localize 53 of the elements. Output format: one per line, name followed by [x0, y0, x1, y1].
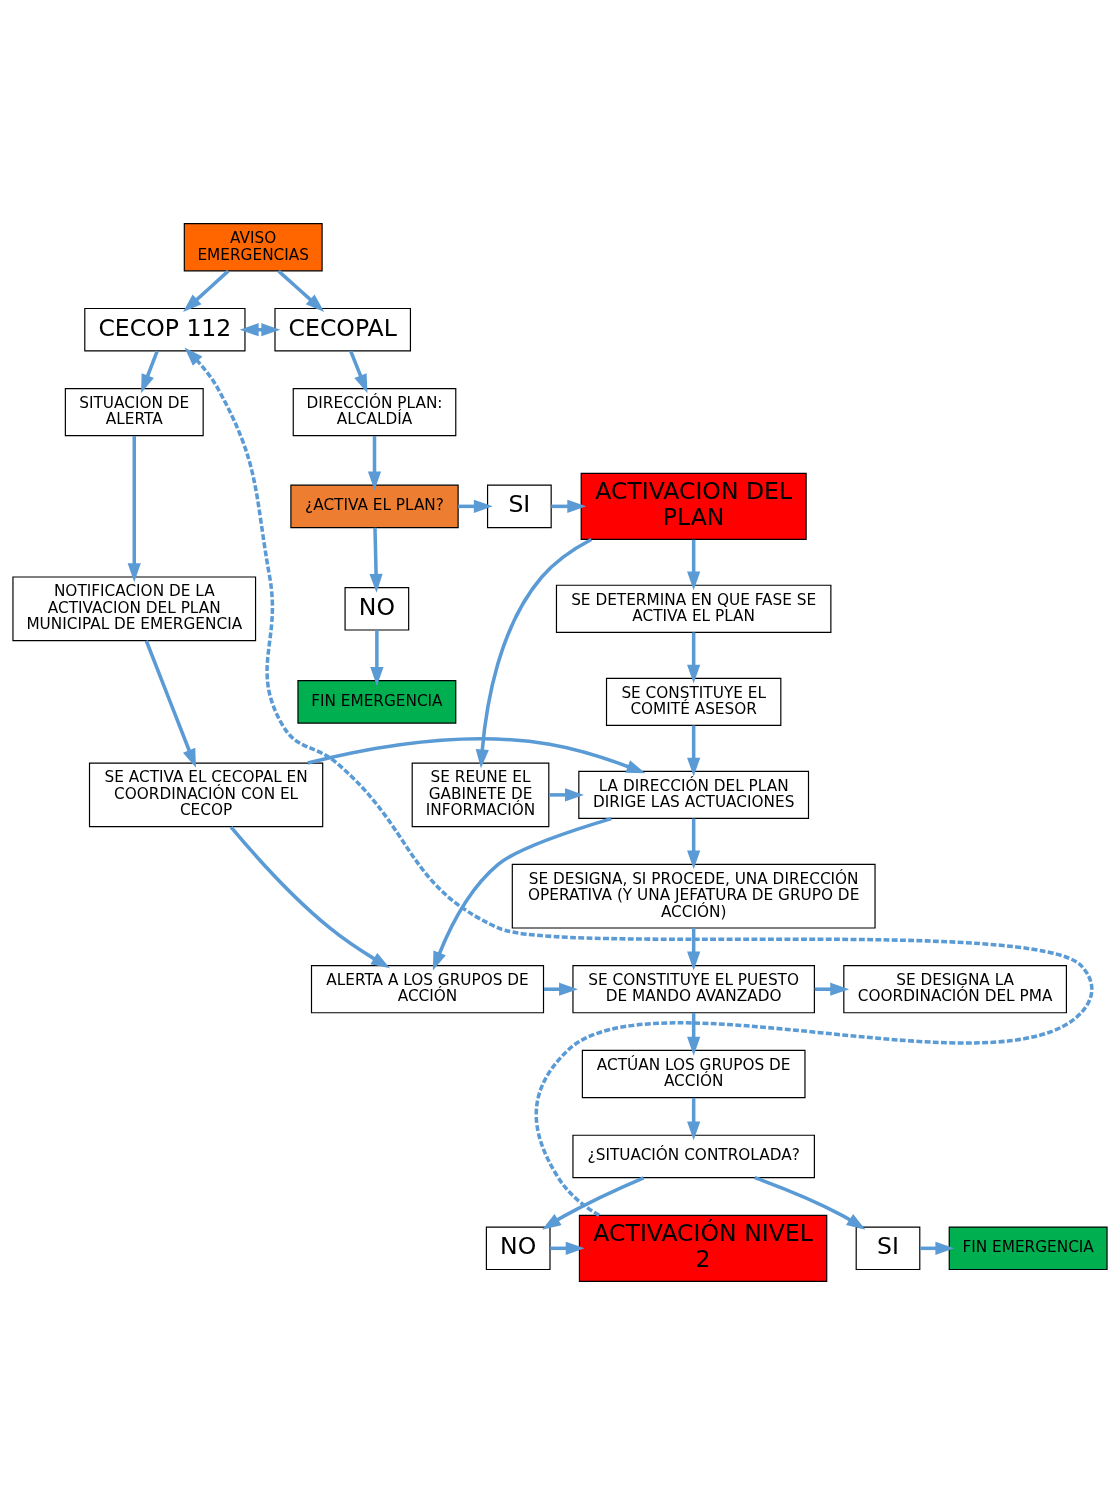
node-box: AVISO EMERGENCIAS: [183, 222, 323, 271]
arrow: [141, 349, 159, 393]
node-box: SI: [487, 484, 552, 528]
node-box: ACTIVACION DEL PLAN: [580, 472, 807, 540]
arrow: [687, 539, 701, 590]
node-box: FIN EMERGENCIA: [948, 1226, 1108, 1270]
arrow: [229, 825, 391, 968]
node-box: CECOP 112: [84, 307, 246, 351]
arrow: [127, 435, 141, 582]
arrow: [184, 347, 1094, 1217]
arrow: [144, 639, 196, 768]
arrow: [432, 816, 612, 971]
arrow: [349, 349, 368, 393]
arrow: [183, 269, 230, 312]
node-box: NO: [485, 1226, 551, 1270]
arrow: [687, 724, 701, 777]
arrow: [687, 631, 701, 684]
node-box: NOTIFICACION DE LA ACTIVACION DEL PLAN MUNICIPAL DE EMERGENCIA: [12, 575, 257, 641]
arrow: [549, 787, 584, 801]
node-box: SE ACTIVA EL CECOPAL EN COORDINACIÓN CON EL CECOP: [88, 762, 324, 827]
node-box: DIRECCIÓN PLAN: ALCALDÍA: [292, 387, 457, 436]
node-box: FIN EMERGENCIA: [297, 679, 457, 724]
node-box: ¿SITUACIÓN CONTROLADA?: [572, 1134, 815, 1178]
node-box: SE DESIGNA, SI PROCEDE, UNA DIRECCIÓN OPERATIVA (Y UNA JEFATURA DE GRUPO DE ACCIÓN): [511, 863, 876, 929]
node-box: ACTIVACIÓN NIVEL 2: [578, 1214, 828, 1282]
node-box: NO: [344, 586, 410, 631]
arrow: [277, 269, 325, 312]
node-box: ALERTA A LOS GRUPOS DE ACCIÓN: [310, 964, 545, 1013]
arrow: [542, 1175, 645, 1230]
node-box: SE REUNE EL GABINETE DE INFORMACIÓN: [411, 762, 550, 827]
arrow: [307, 736, 646, 773]
arrow: [369, 527, 383, 593]
arrow: [239, 322, 281, 336]
node-box: SE DESIGNA LA COORDINACIÓN DEL PMA: [843, 964, 1067, 1013]
arrow: [475, 537, 593, 768]
node-box: SITUACION DE ALERTA: [64, 387, 204, 436]
node-box: SE DETERMINA EN QUE FASE SE ACTIVA EL PLAN: [555, 584, 832, 633]
node-box: CECOPAL: [274, 307, 411, 351]
arrow: [754, 1175, 866, 1230]
arrow: [543, 982, 578, 996]
node-box: SE CONSTITUYE EL COMITÉ ASESOR: [605, 677, 782, 726]
arrow: [687, 927, 701, 970]
node-box: ¿ACTIVA EL PLAN?: [290, 484, 459, 528]
arrow: [687, 1097, 701, 1140]
arrow: [687, 1012, 701, 1056]
node-box: SE CONSTITUYE EL PUESTO DE MANDO AVANZADO: [572, 964, 815, 1013]
node-box: LA DIRECCIÓN DEL PLAN DIRIGE LAS ACTUACIONES: [578, 770, 810, 819]
arrow: [367, 435, 382, 490]
arrow: [370, 629, 384, 686]
arrow: [687, 818, 701, 869]
node-box: SI: [855, 1226, 921, 1270]
node-box: ACTÚAN LOS GRUPOS DE ACCIÓN: [581, 1049, 806, 1098]
arrow: [814, 982, 850, 996]
